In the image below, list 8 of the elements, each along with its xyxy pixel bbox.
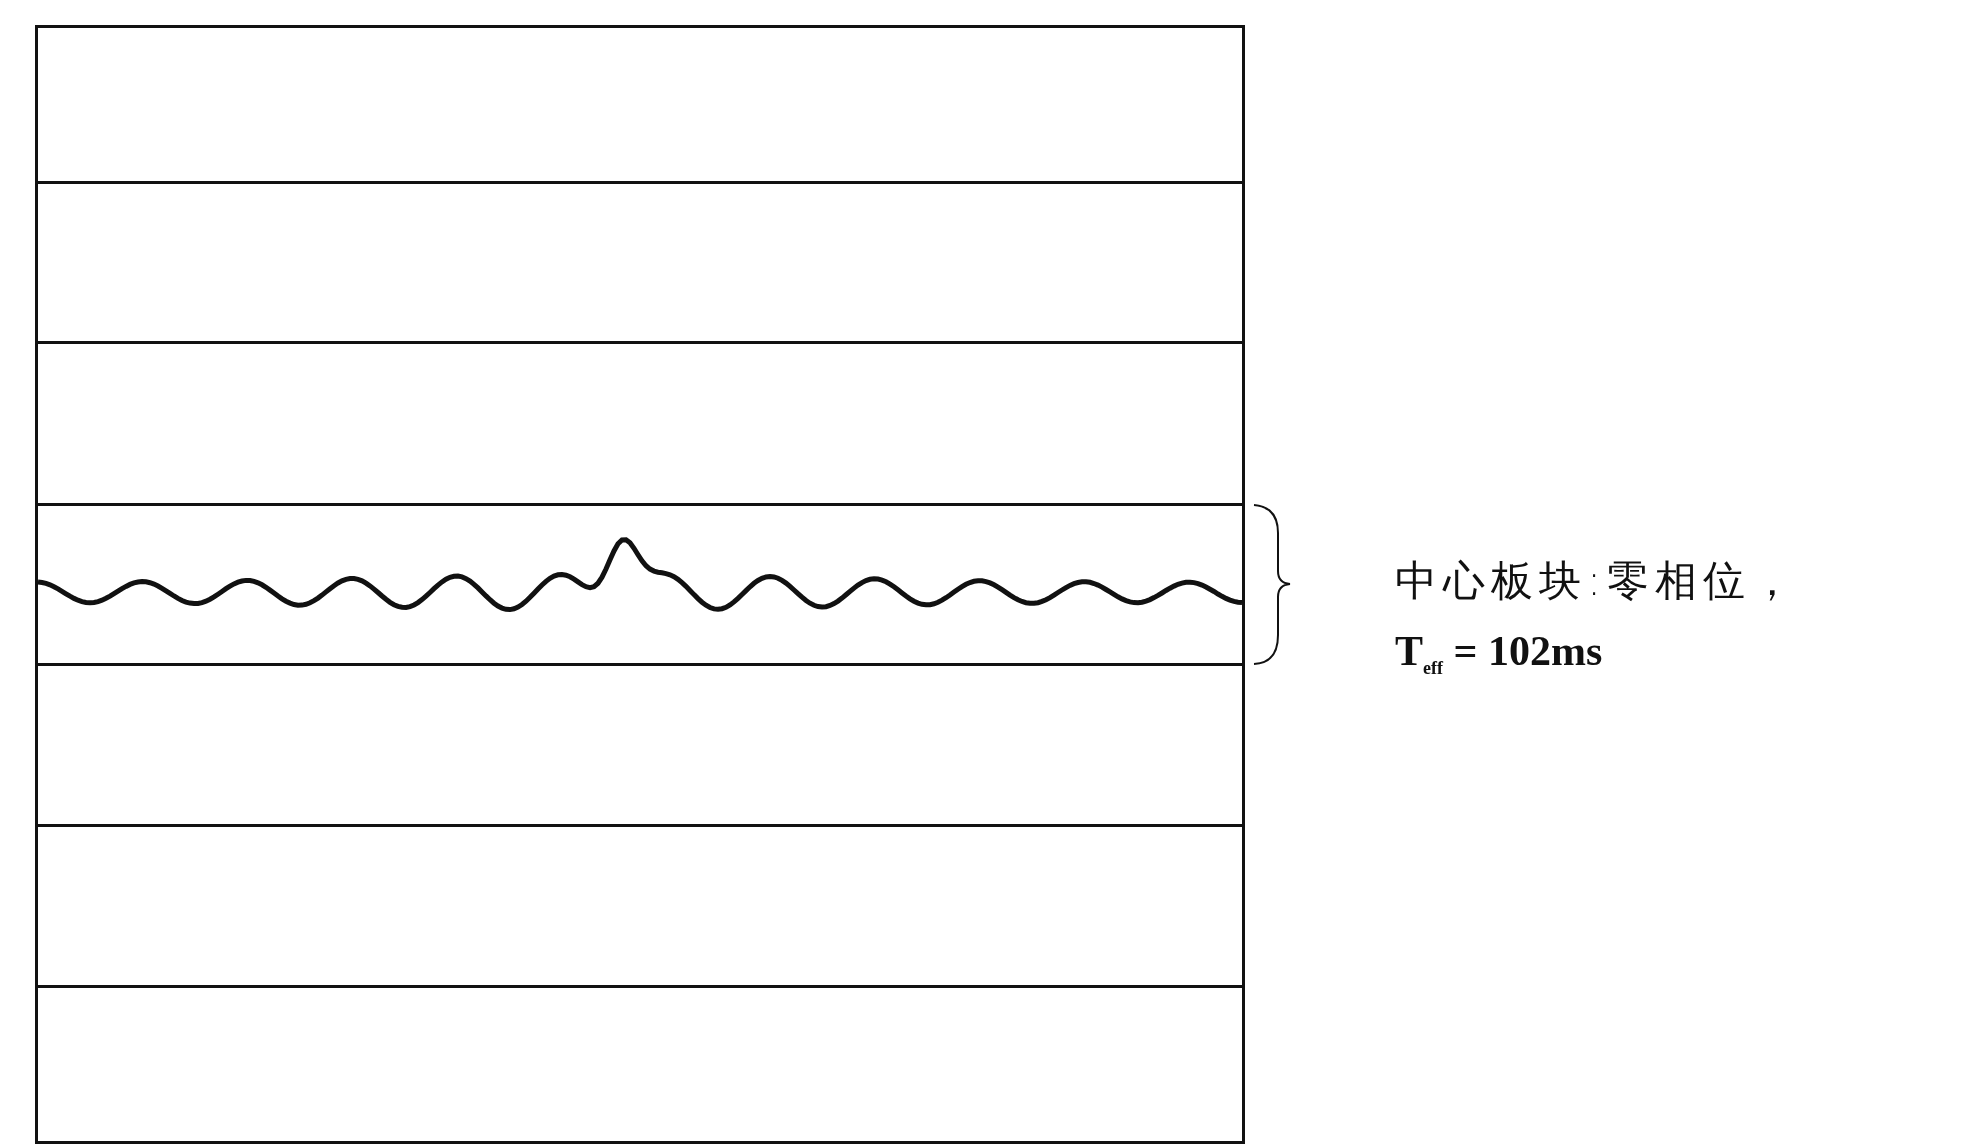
layer-band	[35, 341, 1245, 506]
layer-band	[35, 181, 1245, 344]
annotation-text: 中心板块:零相位，	[1395, 555, 1800, 607]
layer-band	[35, 25, 1245, 184]
annotation-text: T$_{eff}$ = 102ms	[1395, 627, 1604, 680]
layer-band	[35, 985, 1245, 1144]
layer-band	[35, 663, 1245, 827]
layer-band	[35, 824, 1245, 988]
